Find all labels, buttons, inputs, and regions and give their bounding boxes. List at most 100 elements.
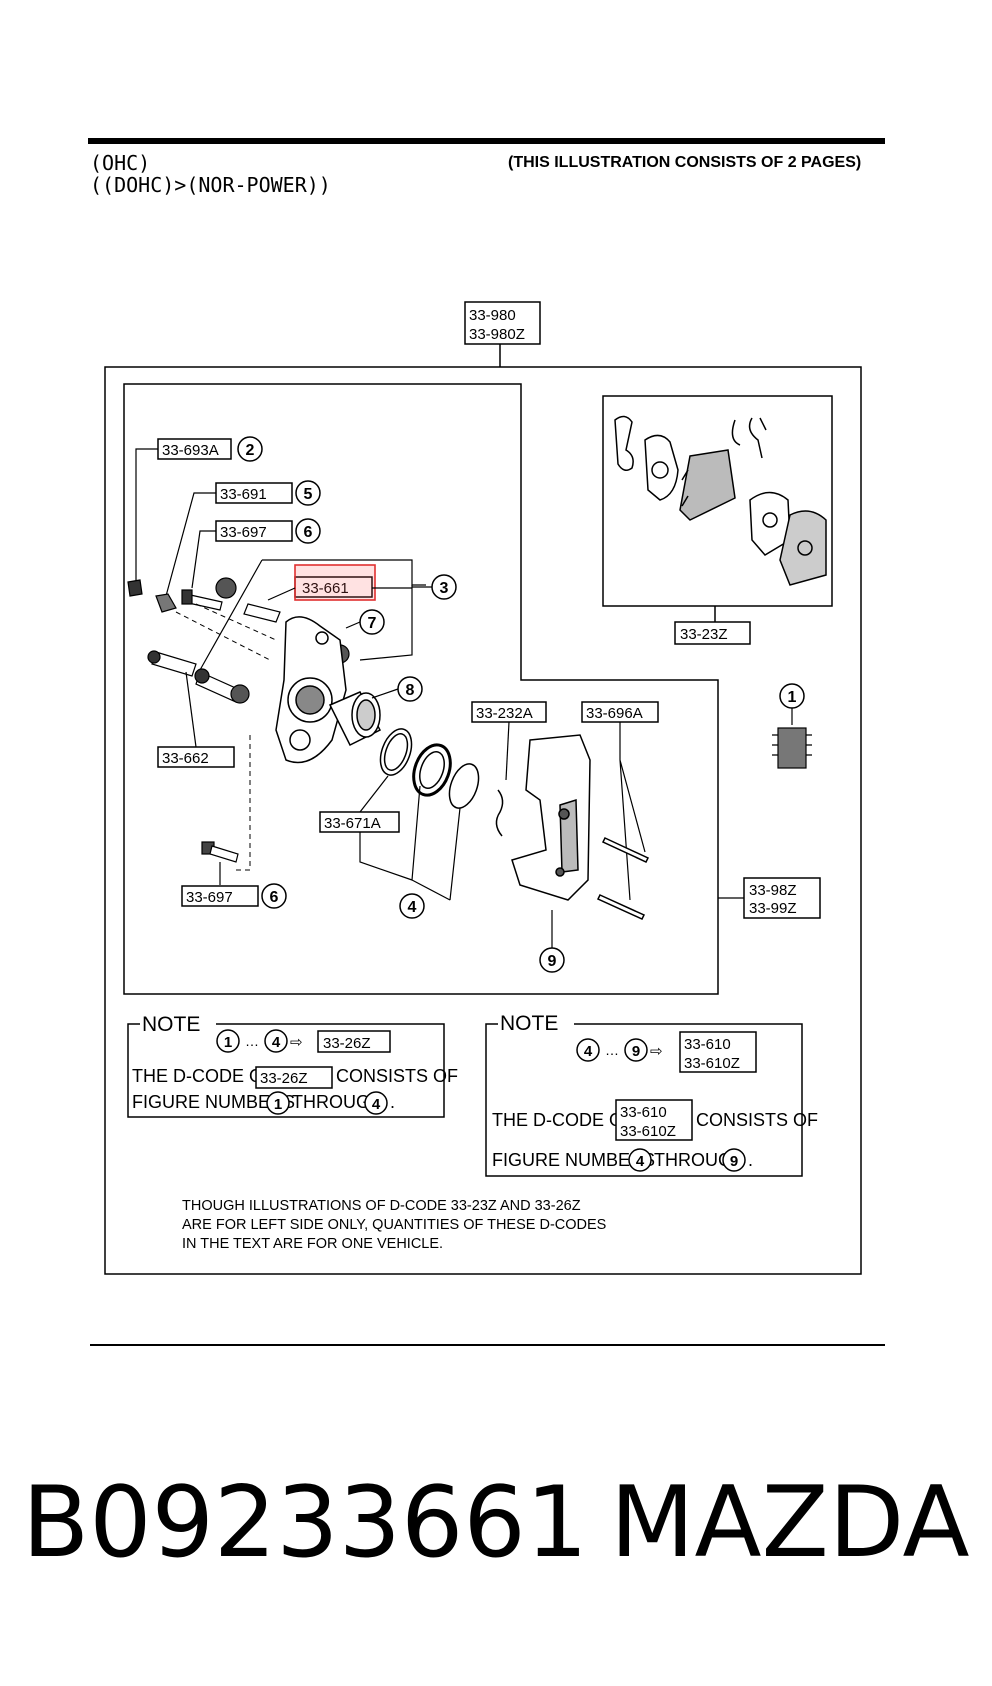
svg-text:⇨: ⇨	[290, 1034, 303, 1051]
svg-text:33-23Z: 33-23Z	[680, 626, 728, 643]
svg-text:33-980Z: 33-980Z	[469, 326, 525, 343]
caliper-hardware-drawing	[127, 577, 350, 704]
piston-drawing	[328, 691, 382, 747]
svg-text:…: …	[605, 1042, 619, 1058]
svg-text:5: 5	[304, 486, 313, 503]
svg-text:33-662: 33-662	[162, 750, 209, 767]
svg-text:4: 4	[408, 899, 417, 916]
note-right-title: NOTE	[500, 1012, 558, 1035]
circled-number-2: 2	[237, 436, 263, 462]
part-label-33-662: 33-662	[157, 746, 235, 768]
footnote-line1: THOUGH ILLUSTRATIONS OF D-CODE 33-23Z AN…	[182, 1198, 581, 1214]
svg-text:6: 6	[304, 524, 313, 541]
circled-number-5: 5	[295, 480, 321, 506]
svg-text:9: 9	[548, 953, 557, 970]
footnote-line3: IN THE TEXT ARE FOR ONE VEHICLE.	[182, 1236, 443, 1252]
note-left-title: NOTE	[142, 1013, 200, 1036]
svg-text:CONSISTS OF: CONSISTS OF	[336, 1066, 458, 1086]
svg-text:9: 9	[632, 1043, 640, 1060]
svg-text:33-697: 33-697	[186, 889, 233, 906]
part-label-33-23Z: 33-23Z	[674, 621, 751, 645]
svg-text:33-232A: 33-232A	[476, 705, 533, 722]
svg-text:33-661: 33-661	[302, 580, 349, 597]
piston-seals-drawing	[379, 728, 480, 809]
svg-text:1: 1	[788, 689, 797, 706]
svg-text:33-26Z: 33-26Z	[323, 1035, 371, 1052]
svg-text:THE D-CODE OF: THE D-CODE OF	[492, 1110, 634, 1130]
svg-text:⇨: ⇨	[650, 1043, 663, 1060]
brake-pads-drawing	[614, 415, 827, 586]
note-right: NOTE 4 … 9 ⇨ 33-610 33-610Z THE D-CODE O…	[485, 1012, 818, 1177]
svg-text:1: 1	[274, 1096, 282, 1113]
svg-text:33-697: 33-697	[220, 524, 267, 541]
caliper-body-drawing	[275, 616, 347, 764]
svg-text:33-610Z: 33-610Z	[620, 1123, 676, 1140]
circled-number-9: 9	[539, 947, 565, 973]
footer-brand: MAZDA	[610, 1466, 970, 1580]
svg-text:33-610: 33-610	[684, 1036, 731, 1053]
svg-text:33-99Z: 33-99Z	[749, 900, 797, 917]
svg-text:8: 8	[406, 682, 415, 699]
svg-text:33-691: 33-691	[220, 486, 267, 503]
svg-text:33-610Z: 33-610Z	[684, 1055, 740, 1072]
svg-text:6: 6	[270, 889, 279, 906]
caliper-bracket-drawing	[495, 734, 650, 920]
svg-text:33-980: 33-980	[469, 307, 516, 324]
circled-number-1: 1	[779, 683, 805, 709]
part-label-33-980: 33-980 33-980Z	[464, 301, 541, 345]
note-left: NOTE 1 … 4 ⇨ 33-26Z THE D-CODE OF 33-26Z…	[127, 1013, 458, 1118]
pad-kit-frame	[602, 395, 833, 607]
header-rule	[88, 138, 885, 144]
svg-text:…: …	[245, 1033, 259, 1049]
caliper-frame	[123, 383, 719, 995]
svg-text:33-696A: 33-696A	[586, 705, 643, 722]
svg-text:FIGURE NUMBERS: FIGURE NUMBERS	[132, 1092, 295, 1112]
svg-text:4: 4	[636, 1153, 645, 1170]
svg-text:9: 9	[730, 1153, 738, 1170]
part-label-33-691: 33-691	[215, 482, 293, 504]
svg-text:.: .	[748, 1150, 753, 1170]
circled-number-8: 8	[397, 676, 423, 702]
svg-text:4: 4	[272, 1034, 281, 1051]
svg-text:33-693A: 33-693A	[162, 442, 219, 459]
footnote-line2: ARE FOR LEFT SIDE ONLY, QUANTITIES OF TH…	[182, 1217, 606, 1233]
svg-text:4: 4	[372, 1096, 381, 1113]
clip-drawing	[772, 727, 812, 769]
highlight-box	[294, 564, 376, 601]
part-label-33-697-bottom: 33-697	[181, 885, 259, 907]
svg-text:THE D-CODE OF: THE D-CODE OF	[132, 1066, 274, 1086]
dashed-guides	[175, 603, 277, 871]
header-line2: ((DOHC)>(NOR-POWER))	[90, 173, 331, 197]
svg-text:33-610: 33-610	[620, 1104, 667, 1121]
bolt-drawing	[201, 841, 239, 863]
footer-rule	[90, 1344, 885, 1346]
svg-text:33-26Z: 33-26Z	[260, 1070, 308, 1087]
svg-text:3: 3	[440, 580, 449, 597]
svg-text:4: 4	[584, 1043, 593, 1060]
header-note: (THIS ILLUSTRATION CONSISTS OF 2 PAGES)	[508, 154, 861, 171]
circled-number-6-bottom: 6	[261, 883, 287, 909]
part-label-33-671A: 33-671A	[319, 811, 400, 833]
circled-number-7: 7	[359, 609, 385, 635]
footer-part-number: B09233661	[22, 1466, 589, 1580]
part-label-33-232A: 33-232A	[471, 701, 547, 723]
svg-text:2: 2	[246, 442, 255, 459]
svg-text:33-98Z: 33-98Z	[749, 882, 797, 899]
svg-text:1: 1	[224, 1034, 232, 1051]
svg-text:33-671A: 33-671A	[324, 815, 381, 832]
header-line1: (OHC)	[90, 151, 150, 175]
circled-number-3: 3	[431, 574, 457, 600]
part-label-33-693A: 33-693A	[157, 438, 232, 460]
svg-text:THROUGH: THROUGH	[654, 1150, 745, 1170]
svg-text:CONSISTS OF: CONSISTS OF	[696, 1110, 818, 1130]
part-label-33-98Z: 33-98Z 33-99Z	[743, 877, 821, 919]
part-label-33-696A: 33-696A	[581, 701, 659, 723]
svg-text:THROUGH: THROUGH	[292, 1092, 383, 1112]
part-label-33-661[interactable]: 33-661	[294, 576, 373, 598]
svg-text:.: .	[390, 1092, 395, 1112]
outer-frame	[104, 366, 862, 1275]
svg-text:FIGURE NUMBERS: FIGURE NUMBERS	[492, 1150, 655, 1170]
svg-text:7: 7	[368, 615, 377, 632]
